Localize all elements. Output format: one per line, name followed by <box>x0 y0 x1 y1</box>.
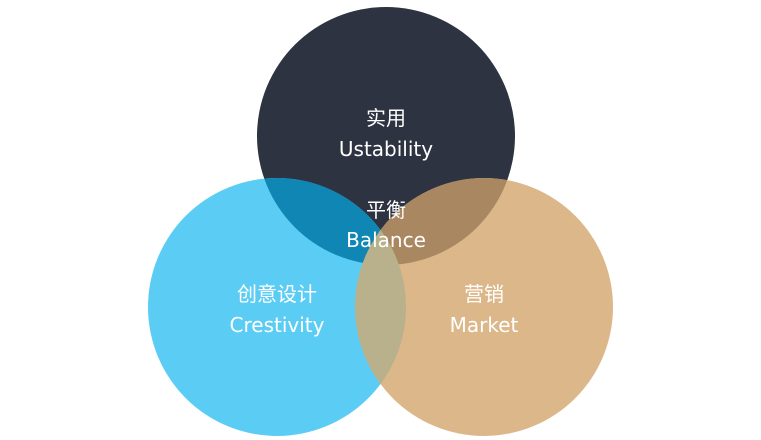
overlap-usability-market <box>355 178 515 265</box>
usability-label-en: Ustability <box>339 137 433 161</box>
balance-label-zh: 平衡 <box>366 198 406 222</box>
usability-label-zh: 实用 <box>366 106 406 130</box>
creativity-label-zh: 创意设计 <box>237 282 317 306</box>
market-label-zh: 营销 <box>464 282 504 306</box>
overlap-usability-creativity <box>257 178 406 265</box>
creativity-label-en: Crestivity <box>230 313 325 337</box>
market-label-en: Market <box>450 313 519 337</box>
balance-label-en: Balance <box>346 228 426 252</box>
